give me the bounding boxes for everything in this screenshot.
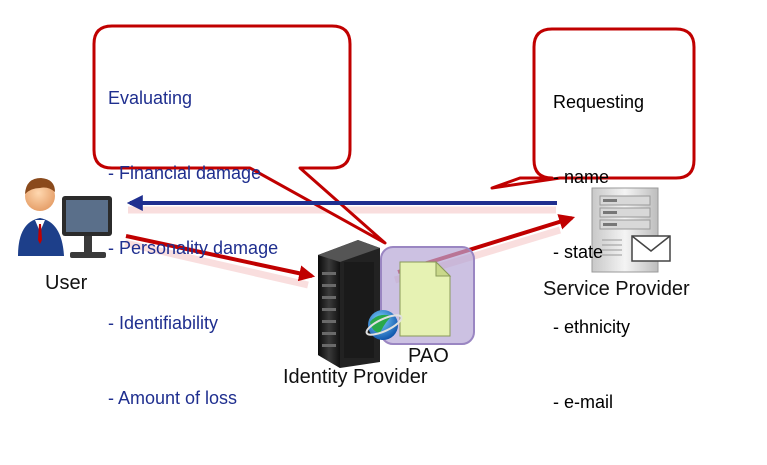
idp-server-icon (318, 240, 380, 368)
user-to-idp-arrow (125, 234, 316, 282)
envelope-icon (631, 235, 671, 262)
diagram-canvas (18, 24, 696, 368)
evaluating-callout (92, 24, 387, 245)
document-icon (399, 260, 452, 337)
evaluating-title: Evaluating (108, 88, 193, 108)
user-icon (18, 178, 112, 258)
requesting-text: Requesting - name - state - ethnicity - … (553, 40, 644, 465)
pao-label: PAO (408, 345, 449, 367)
evaluating-text: Evaluating - Financial damage - Personal… (108, 36, 278, 461)
requesting-callout (490, 27, 696, 190)
requesting-title: Requesting (553, 92, 645, 112)
requesting-item: - state (553, 242, 604, 262)
evaluating-item: - Amount of loss (108, 388, 238, 408)
evaluating-item: - Personality damage (108, 238, 279, 258)
identity-provider-label: Identity Provider (283, 366, 428, 388)
requesting-item: - e-mail (553, 392, 614, 412)
evaluating-item: - Identifiability (108, 313, 219, 333)
diagram-stage: Evaluating - Financial damage - Personal… (18, 24, 696, 412)
requesting-item: - name (553, 167, 610, 187)
service-provider-label: Service Provider (543, 278, 690, 300)
requesting-item: - ethnicity (553, 317, 631, 337)
evaluating-item: - Financial damage (108, 163, 262, 183)
user-label: User (45, 272, 88, 294)
globe-icon (365, 310, 403, 340)
